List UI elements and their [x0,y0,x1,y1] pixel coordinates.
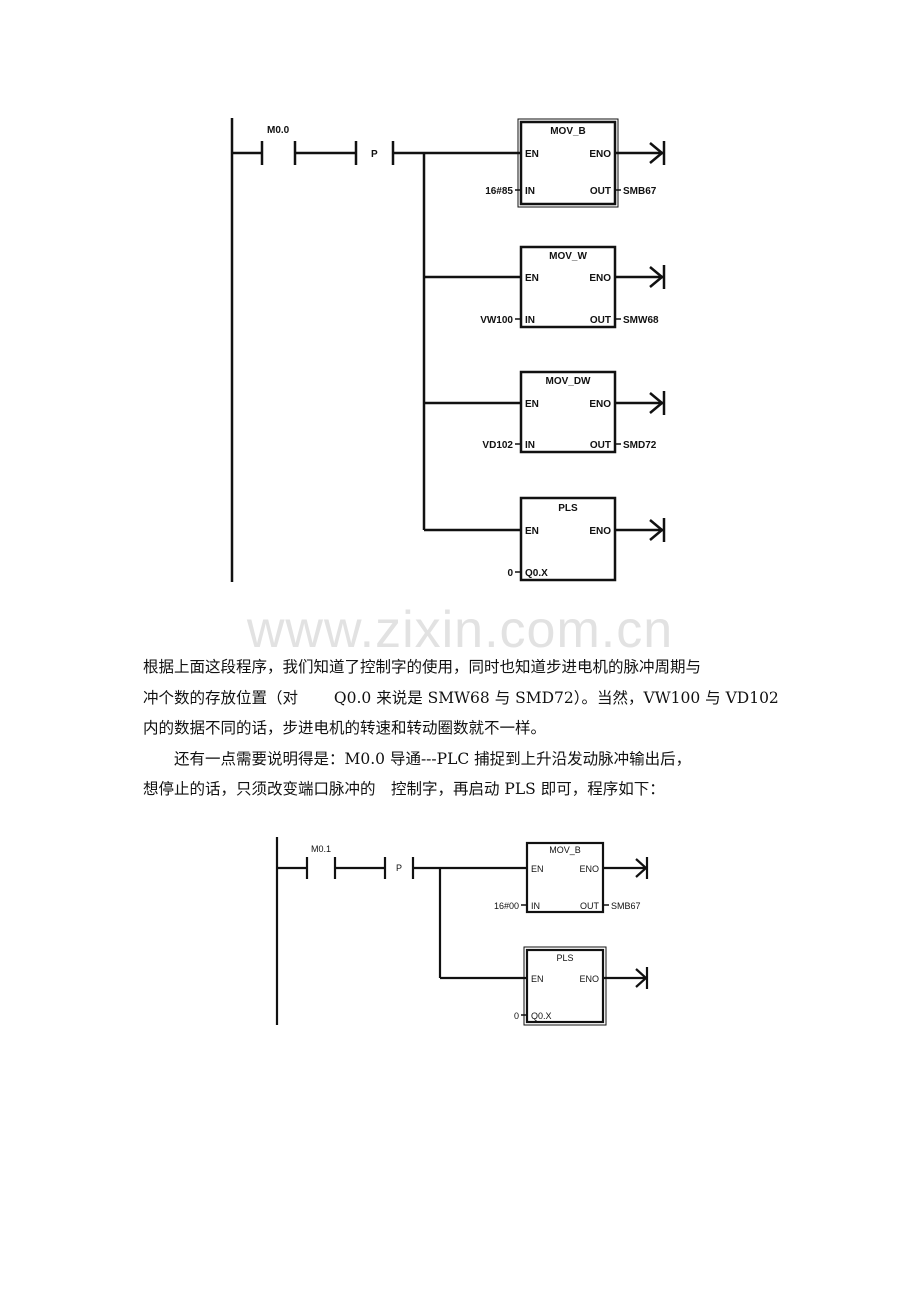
ladder-diagram-2-labels: M0.1 P MOV_B EN ENO IN OUT 16#00 SMB67 P… [311,844,641,1021]
en-label: EN [531,864,544,874]
ladder-diagram-2 [275,837,649,1026]
box-title: PLS [558,503,578,514]
contact-label: M0.1 [311,844,331,854]
box-title: MOV_DW [546,376,592,387]
paragraph-line: 冲个数的存放位置（对 Q0.0 来说是 SMW68 与 SMD72）。当然，VW… [143,688,779,707]
edge-label: P [371,149,378,160]
en-label: EN [525,273,539,284]
in-label: IN [525,315,535,326]
eno-label: ENO [589,149,611,160]
out-label: OUT [580,901,600,911]
en-label: EN [531,974,544,984]
mov-b-box [525,841,605,914]
out-label: OUT [590,186,611,197]
ladder-diagram-1 [230,118,666,582]
out-value: SMD72 [623,440,657,451]
box-title: MOV_B [550,126,586,137]
eno-label: ENO [589,273,611,284]
ladder-diagram-1-labels: M0.0 P MOV_B EN ENO IN OUT 16#85 SMB67 M… [267,125,659,579]
in-value: 16#85 [485,186,513,197]
eno-label: ENO [579,864,599,874]
watermark: www.zixin.com.cn [246,601,674,659]
mov-dw-box [519,370,617,454]
en-label: EN [525,526,539,537]
paragraph-line: 想停止的话，只须改变端口脉冲的 控制字，再启动 PLS 即可，程序如下： [143,780,665,798]
pls-box [525,948,605,1024]
in-label: Q0.X [525,568,548,579]
en-label: EN [525,149,539,160]
in-value: 0 [514,1011,519,1021]
contact-label: M0.0 [267,125,290,136]
paragraph-line: 根据上面这段程序，我们知道了控制字的使用，同时也知道步进电机的脉冲周期与 [143,658,702,676]
out-label: OUT [590,315,611,326]
in-label: Q0.X [531,1011,552,1021]
out-value: SMW68 [623,315,659,326]
in-value: 16#00 [494,901,519,911]
eno-arrows [615,141,666,542]
pls-box [519,496,617,582]
eno-arrows [603,857,649,989]
en-label: EN [525,399,539,410]
in-value: 0 [507,568,513,579]
out-label: OUT [590,440,611,451]
in-value: VW100 [480,315,513,326]
paragraph-line: 内的数据不同的话，步进电机的转速和转动圈数就不一样。 [143,719,547,737]
in-label: IN [525,440,535,451]
box-title: MOV_B [549,845,581,855]
out-value: SMB67 [611,901,641,911]
in-label: IN [525,186,535,197]
box-title: MOV_W [549,251,587,262]
mov-b-box [519,120,617,206]
in-value: VD102 [482,440,513,451]
eno-label: ENO [589,526,611,537]
out-value: SMB67 [623,186,657,197]
paragraph-line: 还有一点需要说明得是：M0.0 导通---PLC 捕捉到上升沿发动脉冲输出后， [174,749,692,768]
eno-label: ENO [579,974,599,984]
box-title: PLS [556,953,573,963]
in-label: IN [531,901,540,911]
eno-label: ENO [589,399,611,410]
body-text: 根据上面这段程序，我们知道了控制字的使用，同时也知道步进电机的脉冲周期与 冲个数… [143,652,783,805]
mov-w-box [519,245,617,329]
edge-label: P [396,863,402,873]
